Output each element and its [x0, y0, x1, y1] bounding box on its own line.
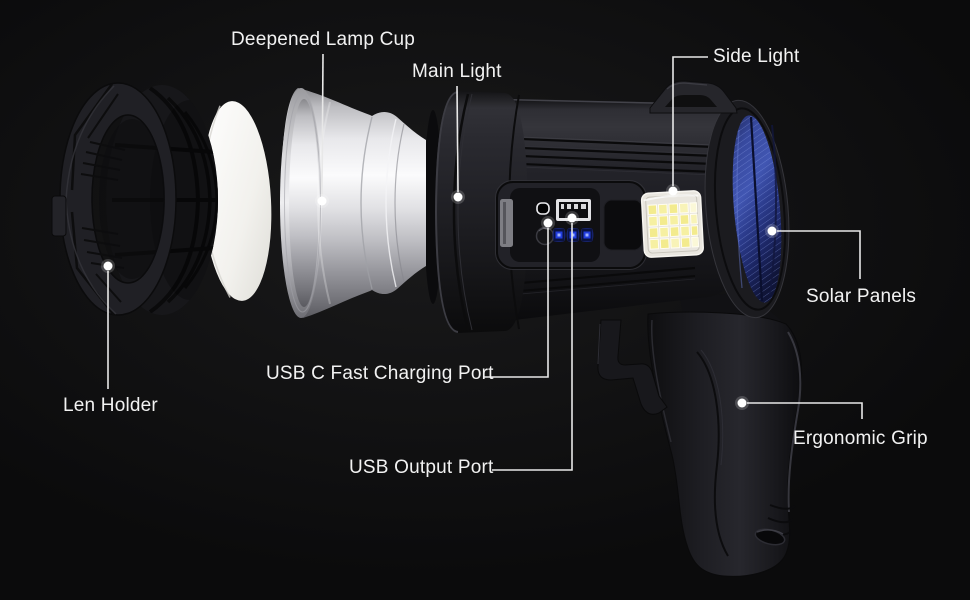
main-light-callout-line — [456, 85, 459, 193]
label-deepened-lamp-cup: Deepened Lamp Cup — [231, 29, 416, 50]
lens-holder — [51, 83, 218, 315]
callout-lines — [107, 53, 863, 471]
lamp-cup — [280, 88, 426, 318]
usb-a-port — [556, 199, 591, 221]
cover-hinge — [500, 199, 513, 247]
callout-dots — [101, 184, 779, 410]
battery-indicator — [552, 228, 594, 242]
usb-c-callout-line — [483, 228, 549, 378]
lamp-cup-callout-line — [321, 53, 324, 197]
trigger-guard — [597, 319, 668, 415]
power-button — [535, 226, 555, 246]
label-main-light: Main Light — [412, 61, 502, 82]
holder-side-tab — [51, 195, 67, 237]
label-side-light: Side Light — [713, 46, 800, 67]
label-solar-panels: Solar Panels — [806, 286, 917, 307]
carry-handle — [649, 80, 738, 114]
side-light-panel — [640, 190, 704, 258]
usb-c-port — [536, 202, 550, 215]
label-usb-c-fast-charging-port: USB C Fast Charging Port — [266, 363, 494, 384]
label-ergonomic-grip: Ergonomic Grip — [793, 428, 928, 449]
side-light-callout-line — [672, 56, 708, 186]
ergonomic-grip-part — [647, 292, 803, 577]
ergonomic-grip-callout-line — [747, 402, 863, 419]
control-panel — [495, 180, 647, 270]
label-usb-output-port: USB Output Port — [349, 457, 494, 478]
solar-panel-part — [704, 99, 790, 319]
lanyard-hole — [754, 528, 786, 546]
label-len-holder: Len Holder — [63, 395, 158, 416]
solar-panels-callout-line — [777, 230, 861, 279]
usb-output-callout-line — [492, 223, 573, 471]
